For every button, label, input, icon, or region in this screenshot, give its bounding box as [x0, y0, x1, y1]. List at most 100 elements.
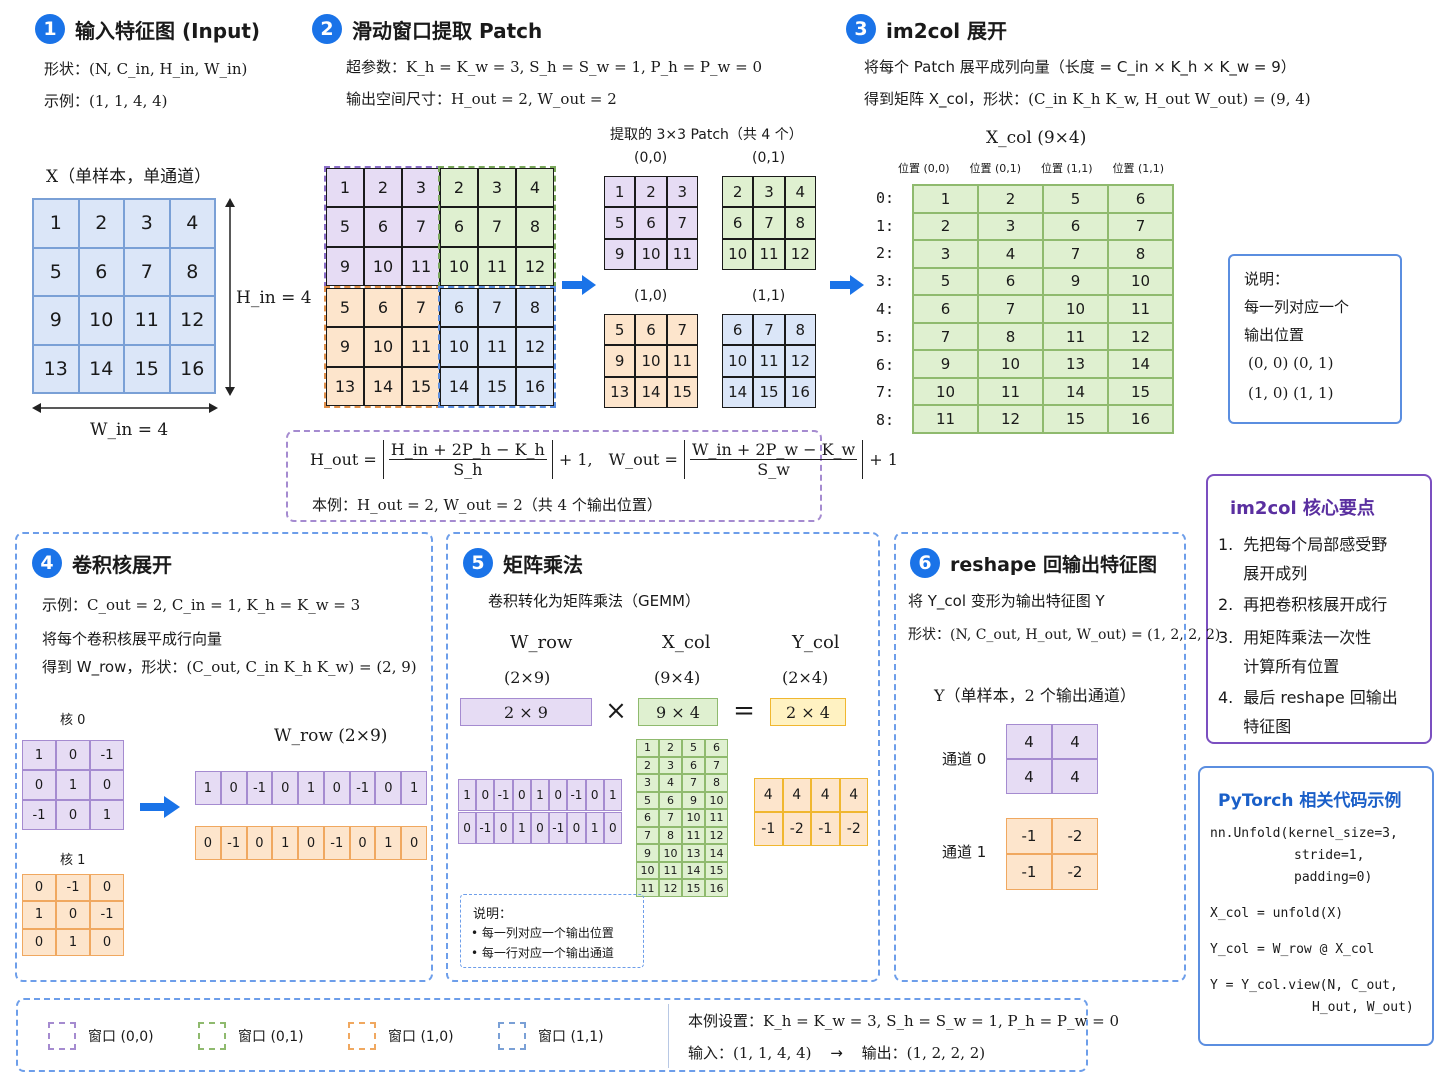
input-cell: 6 — [78, 247, 124, 296]
kernel-0-label: 核 0 — [60, 713, 86, 728]
wrow-cell: 0 — [401, 826, 427, 860]
patch-cell: 4 — [784, 176, 816, 208]
key-point-number: 3. — [1218, 628, 1234, 647]
key-point-number: 4. — [1218, 688, 1234, 707]
patch-cell: 11 — [753, 238, 785, 270]
channel-0-label: 通道 0 — [942, 750, 987, 768]
key-point-number: 2. — [1218, 595, 1234, 614]
wrow-shape-value: (C_out, C_in K_h K_w) = (2, 9) — [186, 658, 417, 676]
gemm-equals-sign: = — [733, 696, 755, 726]
code-line-4: X_col = unfold(X) — [1210, 906, 1344, 921]
im2col-desc-2-value: (C_in K_h K_w, H_out W_out) = (9, 4) — [1028, 90, 1311, 108]
wrow-cell: -1 — [246, 771, 273, 805]
gemm-note-title: 说明： — [473, 907, 513, 922]
gemm-w-name: W_row — [510, 632, 573, 653]
xcol-column-headers: 位置 (0,0)位置 (0,1)位置 (1,1)位置 (1,1) — [898, 160, 1174, 180]
code-line-7: H_out, W_out) — [1312, 1000, 1414, 1015]
patch-cell: 2 — [722, 176, 754, 208]
wrow-shape-label: 得到 W_row，形状： — [42, 658, 187, 676]
patch-cell: 10 — [635, 238, 667, 270]
xcol-title: X_col (9×4) — [986, 128, 1087, 148]
gemm-x-cell: 10 — [705, 791, 728, 810]
key-point-line: 先把每个局部感受野 — [1243, 535, 1388, 554]
hyperparams-label: 超参数： — [346, 58, 407, 76]
xcol-cell: 14 — [1108, 350, 1173, 378]
im2col-desc-2: 得到矩阵 X_col，形状：(C_in K_h K_w, H_out W_out… — [864, 88, 1311, 109]
reshape-shape-value: (N, C_out, H_out, W_out) = (1, 2, 2, 2) — [950, 627, 1221, 643]
patch-cell: 14 — [635, 376, 667, 408]
gemm-x-cell: 2 — [659, 739, 682, 757]
input-cell: 14 — [78, 344, 124, 393]
gemm-y-dim: (2×4) — [782, 668, 829, 687]
wrow-title: W_row (2×9) — [274, 726, 388, 746]
code-line-6: Y = Y_col.view(N, C_out, — [1210, 978, 1398, 993]
xcol-row-label: 6: — [876, 355, 895, 374]
input-cell: 3 — [124, 199, 170, 248]
patch-cell: 5 — [604, 207, 636, 239]
patch-cell: 14 — [722, 376, 754, 408]
kernel-1-cell: -1 — [90, 901, 124, 929]
gemm-x-cell: 11 — [705, 809, 728, 827]
step-2-badge: 2 — [312, 14, 342, 44]
gemm-w-cell: 0 — [512, 779, 531, 811]
wrow-cell: 0 — [375, 771, 402, 805]
window-cell: 6 — [440, 288, 478, 328]
gemm-x-cell: 8 — [659, 826, 682, 845]
formula-example-label: 本例： — [312, 496, 358, 514]
kernel-0-cell: -1 — [90, 740, 124, 770]
legend-output-label: 输出： — [861, 1044, 907, 1062]
section-3-header: 3 im2col 展开 — [846, 14, 1007, 44]
input-cell: 10 — [78, 296, 124, 345]
xcol-cell: 11 — [1108, 295, 1173, 323]
gemm-times-sign: × — [605, 696, 627, 726]
gemm-w-cell: 1 — [458, 779, 477, 811]
key-point-text: 先把每个局部感受野展开成列 — [1243, 530, 1387, 588]
key-point-line: 再把卷积核展开成行 — [1243, 595, 1388, 614]
window-cell: 11 — [402, 327, 440, 367]
xcol-note-line-1: 每一列对应一个 — [1244, 298, 1350, 316]
channel-1-cell: -2 — [1052, 854, 1098, 890]
legend-io: 输入：(1, 1, 4, 4) → 输出：(1, 2, 2, 2) — [688, 1042, 985, 1063]
gemm-x-cell: 14 — [705, 844, 728, 862]
xcol-cell: 6 — [978, 267, 1043, 296]
section-4-header: 4 卷积核展开 — [32, 548, 172, 578]
patch-cell: 6 — [635, 314, 667, 346]
window-cell: 7 — [402, 207, 440, 247]
code-line-1: nn.Unfold(kernel_size=3, — [1210, 826, 1398, 841]
gemm-w-cell: 0 — [476, 779, 495, 811]
kernel-1-cell: 1 — [22, 901, 56, 929]
xcol-cell: 15 — [1043, 405, 1108, 433]
wrow-cell: 0 — [272, 771, 299, 805]
legend-output-value: (1, 2, 2, 2) — [906, 1044, 986, 1062]
input-example-value: (1, 1, 4, 4) — [89, 92, 168, 110]
gemm-x-cell: 16 — [705, 879, 728, 897]
window-cell: 2 — [364, 168, 402, 208]
input-cell: 13 — [33, 344, 79, 393]
gemm-y-cell: 4 — [811, 778, 840, 812]
patch-cell: 3 — [666, 176, 698, 208]
patch-cell: 11 — [666, 345, 698, 377]
channel-1-cell: -2 — [1052, 818, 1098, 854]
patch-cell: 9 — [604, 238, 636, 270]
wrow-cell: -1 — [220, 826, 247, 860]
wrow-cell: 1 — [195, 771, 221, 805]
step-3-badge: 3 — [846, 14, 876, 44]
kernel-0-cell: 0 — [56, 800, 90, 830]
xcol-row-label: 3: — [876, 272, 895, 291]
legend-items: 窗口 (0,0)窗口 (0,1)窗口 (1,0)窗口 (1,1) — [48, 1020, 648, 1052]
window-cell: 10 — [440, 327, 478, 367]
channel-1-cell: -1 — [1006, 818, 1052, 854]
section-5-box — [446, 532, 880, 982]
patch-cell: 11 — [753, 345, 785, 377]
patch-cell: 3 — [753, 176, 785, 208]
window-cell: 14 — [364, 366, 402, 406]
patch-cell: 12 — [784, 345, 816, 377]
section-2-header: 2 滑动窗口提取 Patch — [312, 14, 542, 44]
legend-arrow: → — [830, 1044, 843, 1062]
xcol-row-label: 4: — [876, 300, 895, 319]
gemm-x-cell: 5 — [636, 791, 659, 810]
